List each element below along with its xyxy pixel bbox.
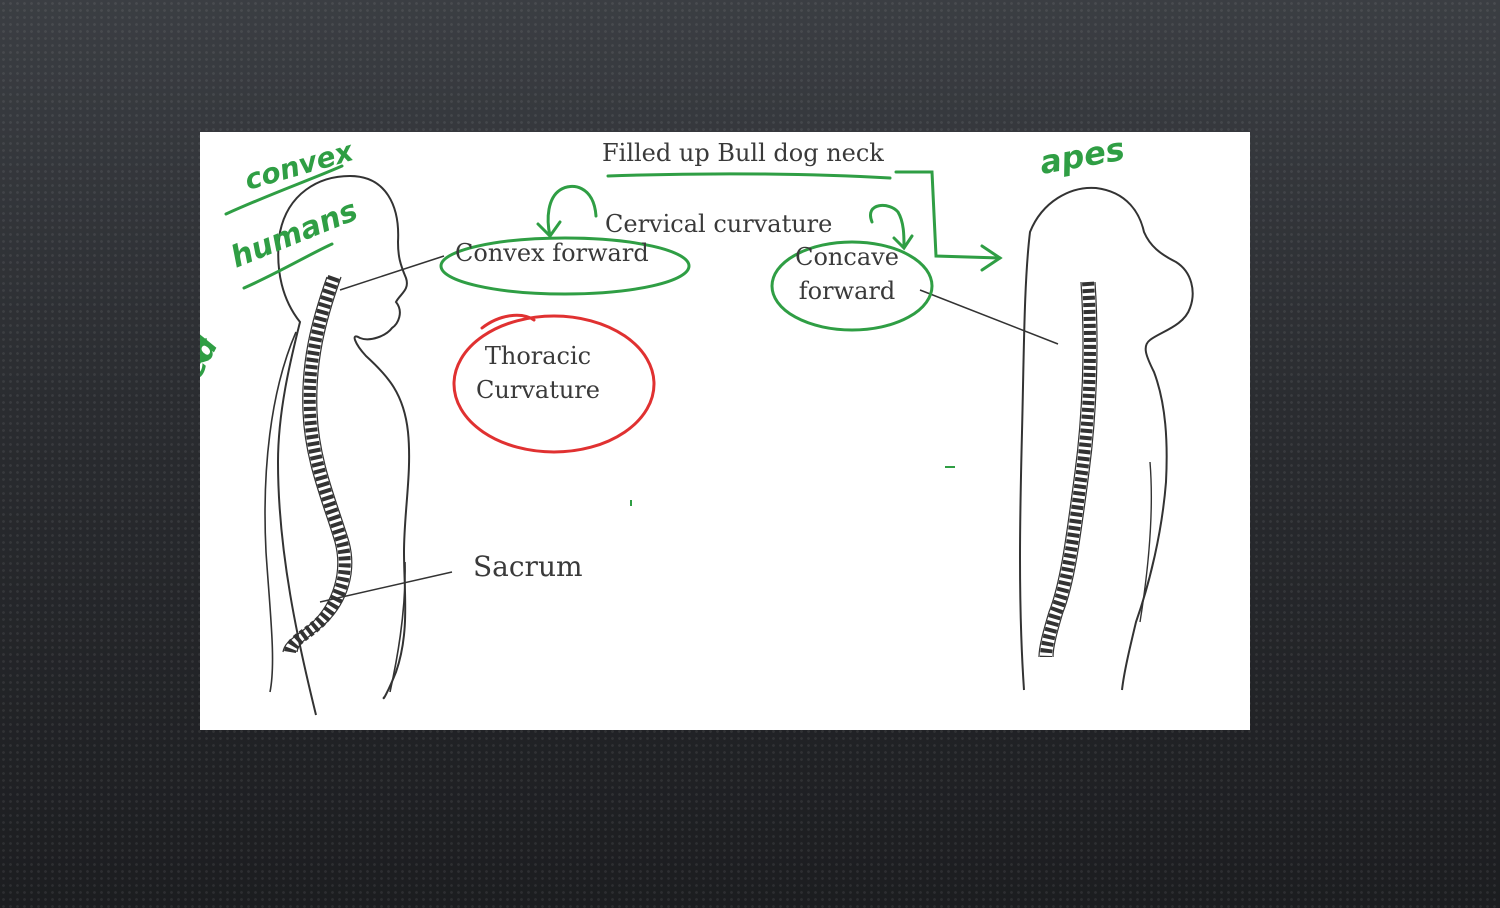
stray-pen-mark [945,466,955,468]
label-thoracic-line2: Curvature [476,376,600,404]
label-concave-line2: forward [798,277,896,305]
stray-pen-mark [630,500,632,506]
concave-forward-ellipse [770,240,934,332]
label-concave-forward: Concave forward [772,240,922,308]
underline-bulldog [606,172,892,180]
arrow-head-to-ape [980,244,1003,272]
human-front-line [264,331,297,693]
leader-line-cervical [339,255,445,291]
handwriting-apes: apes [1037,132,1128,182]
convex-curl-arrow [546,185,598,238]
bracket-to-ape [894,170,1002,260]
label-cervical-curvature: Cervical curvature [605,210,833,238]
label-bulldog-neck: Filled up Bull dog neck [602,139,884,167]
label-thoracic-curvature: Thoracic Curvature [460,339,616,407]
thoracic-ellipse-tail [480,313,536,330]
underline-humans [242,242,334,290]
ape-front-line [1139,461,1152,623]
concave-curl-arrow [869,203,906,248]
human-back-line [389,561,406,693]
ape-body-outline [1019,186,1194,691]
label-convex-forward: Convex forward [455,239,649,267]
handwriting-convex: convex [241,134,358,197]
human-spine [284,274,351,654]
convex-forward-ellipse [439,236,691,296]
human-body-outline [276,174,411,716]
handwriting-filled: filled [200,331,226,424]
label-thoracic-line1: Thoracic [484,342,592,370]
ape-spine [1040,281,1096,658]
diagram-slide: convex humans Not filled apes Filled up … [200,132,1250,730]
label-concave-line1: Concave [795,243,899,271]
spine-curvature-diagram: convex humans Not filled apes [200,132,1194,716]
underline-convex [224,164,344,216]
leader-line-concave [919,289,1059,345]
leader-line-sacrum [319,571,453,603]
label-sacrum: Sacrum [473,550,583,583]
thoracic-curvature-ellipse [452,314,656,454]
